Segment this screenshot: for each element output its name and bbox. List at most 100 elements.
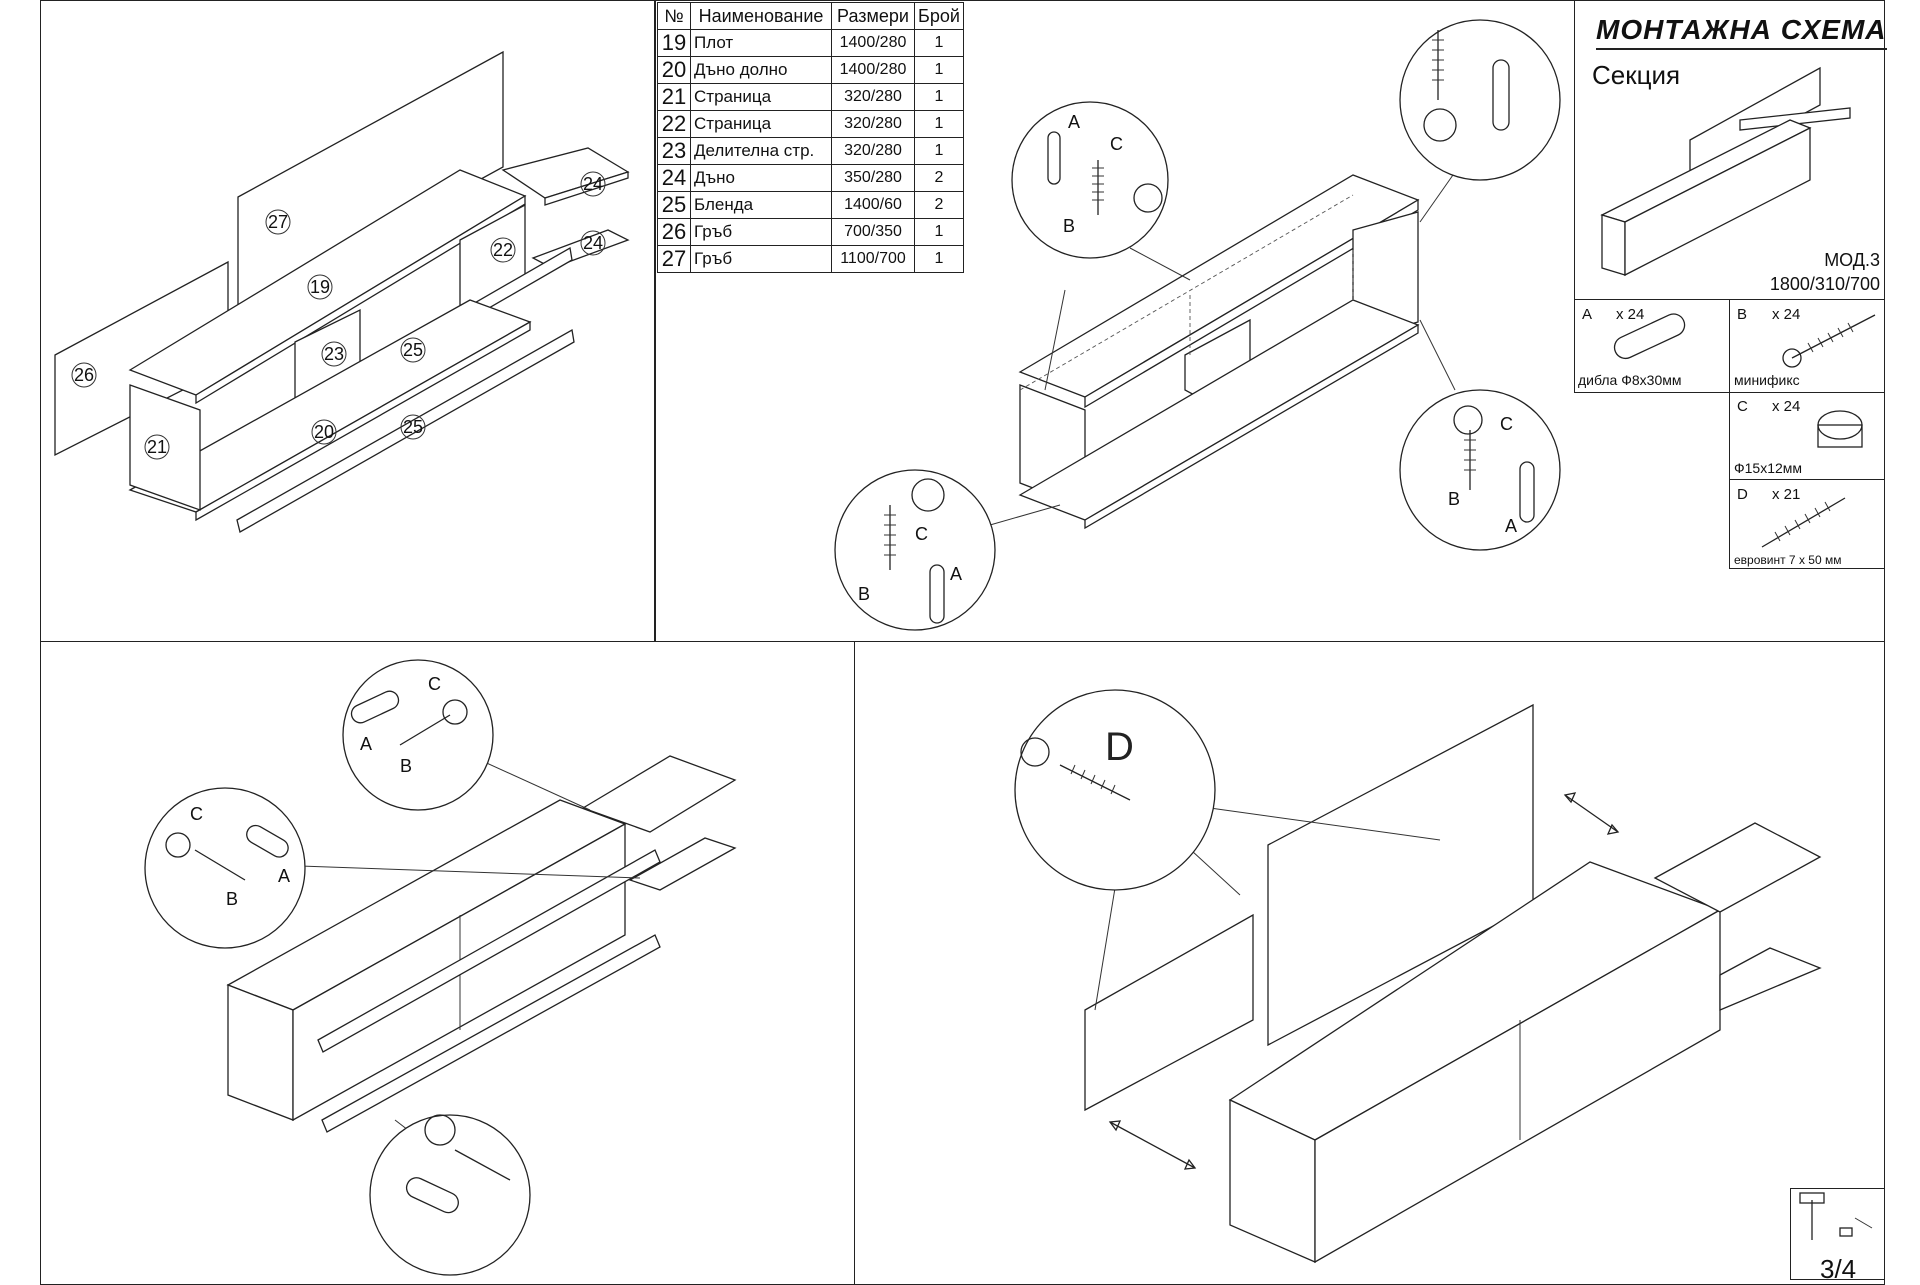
- step2-shelf-low: [628, 837, 737, 891]
- dowel-icon: [1492, 59, 1510, 131]
- shelf-24-top-edge: [544, 171, 629, 206]
- cam-lock-icon: [424, 1114, 456, 1146]
- hardware-label-d: евровинт 7 х 50 мм: [1734, 553, 1842, 567]
- slat-25-b: [236, 328, 575, 533]
- detail-letter-c: C: [915, 524, 928, 544]
- hardware-cell-d: [1729, 479, 1885, 569]
- label-22-ring: [490, 237, 516, 263]
- model-code: МОД.3: [1824, 250, 1880, 270]
- leader-line: [1044, 289, 1066, 391]
- dowel-icon: [1047, 131, 1061, 185]
- exploded-part-labels: 27 19 22 24 24 26 23 25 21 20 25: [71, 171, 606, 460]
- cam-lock-icon: [1453, 405, 1483, 435]
- detail-letter-b: B: [226, 889, 238, 909]
- detail-letter-a: A: [278, 866, 290, 886]
- label-21-ring: [144, 434, 170, 460]
- label-24b-ring: [580, 230, 606, 256]
- minifix-bolt-icon: [194, 849, 246, 881]
- screw-thread: [1774, 501, 1831, 542]
- screwdriver-tip-icon: [1020, 737, 1050, 767]
- bolt-thread: [1807, 322, 1854, 353]
- hardware-key-d: D: [1737, 486, 1748, 503]
- page-subtitle: Секция: [1592, 60, 1681, 90]
- bolt-thread: [1464, 439, 1476, 471]
- page-title: МОНТАЖНА СХЕМА: [1596, 14, 1887, 50]
- step3-front: [1314, 908, 1721, 1264]
- cam-lock-icon: [442, 699, 468, 725]
- leader-line: [479, 759, 591, 811]
- hardware-label-a: дибла Ф8х30мм: [1578, 372, 1682, 388]
- hardware-key-c: C: [1737, 398, 1748, 415]
- minifix-bolt-icon: [1791, 314, 1876, 359]
- leader-line: [1419, 319, 1456, 391]
- arrow-heads: [1108, 1120, 1197, 1170]
- label-25a: 25: [403, 340, 423, 360]
- shelf-24-top: [501, 147, 630, 199]
- label-23-ring: [321, 341, 347, 367]
- bolt-thread: [1092, 167, 1104, 201]
- col-qty: Брой: [914, 2, 964, 30]
- side-21: [129, 384, 201, 511]
- preview-side: [1601, 214, 1626, 276]
- minifix-head: [1782, 348, 1802, 368]
- detail-letter-c: C: [1500, 414, 1513, 434]
- label-19: 19: [310, 277, 330, 297]
- cam-lock-icon: [1423, 108, 1457, 142]
- label-23: 23: [324, 344, 344, 364]
- direction-arrow: [1109, 1121, 1196, 1169]
- detail-letter-a: A: [1505, 516, 1517, 536]
- detail-letter-a: A: [950, 564, 962, 584]
- page-number: 3/4: [1820, 1254, 1857, 1284]
- step1-bottom-edge: [1084, 323, 1419, 530]
- col-no: №: [657, 2, 691, 30]
- detail-bubble-2: [1399, 19, 1561, 181]
- model-info: МОД.3 1800/310/700: [1770, 248, 1880, 296]
- detail-letter-c: C: [190, 804, 203, 824]
- detail-bubble-4: [834, 469, 996, 631]
- dowel-icon: [1839, 1227, 1853, 1237]
- step3-shelf-top: [1653, 822, 1822, 913]
- step1-top-edge: [1084, 198, 1419, 409]
- step2-slat-a: [317, 849, 661, 1053]
- step3-shelf-low: [1719, 947, 1822, 1011]
- assembly-step-1: A C B C B A C B A: [834, 19, 1561, 631]
- label-21: 21: [147, 437, 167, 457]
- leader-line: [1129, 247, 1191, 281]
- hardware-qty-b: x 24: [1772, 306, 1801, 323]
- label-24b: 24: [583, 233, 603, 253]
- step3-back-panel-small: [1084, 913, 1254, 1112]
- detail-bubble-1: [1011, 101, 1169, 259]
- label-27-ring: [265, 209, 291, 235]
- hardware-icons: [1613, 313, 1876, 548]
- detail-letter-a: A: [1068, 112, 1080, 132]
- step1-hidden-edge-1: [1019, 194, 1354, 391]
- label-27: 27: [268, 212, 288, 232]
- label-20: 20: [314, 422, 334, 442]
- detail-letter-c: C: [428, 674, 441, 694]
- model-dimensions: 1800/310/700: [1769, 274, 1880, 294]
- leader-line: [1209, 807, 1441, 841]
- preview-shelf: [1739, 107, 1851, 131]
- detail-letter-d: D: [1105, 725, 1134, 769]
- bolt-thread: [1432, 39, 1444, 81]
- dowel-icon: [1613, 313, 1686, 360]
- direction-arrow: [1564, 794, 1619, 833]
- euroscrew-icon: [1761, 497, 1846, 548]
- label-26: 26: [74, 365, 94, 385]
- detail-bubble-8: [1014, 689, 1216, 891]
- detail-letter-a: A: [360, 734, 372, 754]
- arrow-heads: [1563, 792, 1620, 835]
- dowel-icon: [246, 824, 289, 858]
- hammer-icon: [1799, 1192, 1873, 1240]
- assembly-step-3: D: [1014, 689, 1822, 1264]
- cam-lock-icon: [165, 832, 191, 858]
- step2-slat-b: [321, 934, 661, 1133]
- label-24a: 24: [583, 174, 603, 194]
- detail-letter-b: B: [400, 756, 412, 776]
